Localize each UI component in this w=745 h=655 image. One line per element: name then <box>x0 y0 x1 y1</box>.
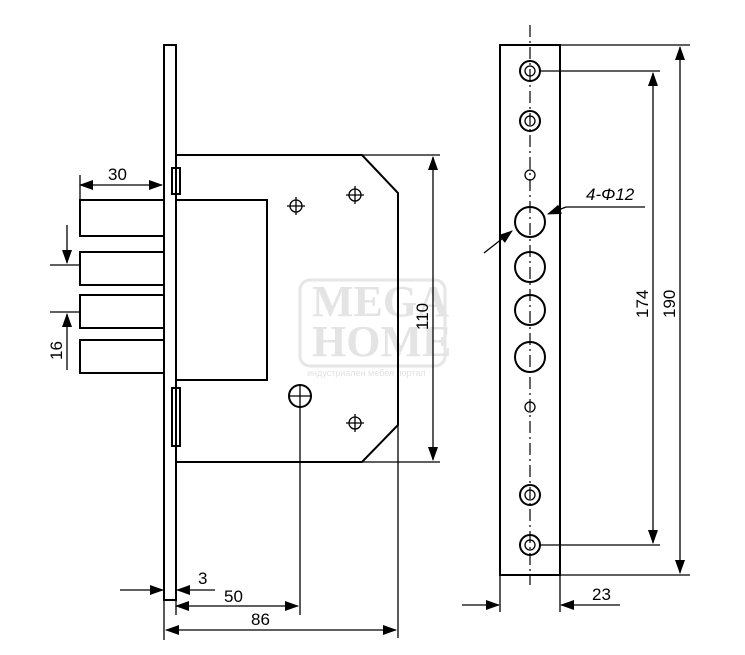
latch-hole-bottom <box>524 401 536 413</box>
bolt-1 <box>79 199 165 237</box>
dim-faceplate-thickness: 3 <box>198 569 207 588</box>
bolt-hole-4 <box>514 341 546 373</box>
dim-bolt-pitch: 16 <box>47 341 66 360</box>
lower-tab <box>171 387 181 447</box>
screw-hole-top-left <box>287 197 305 215</box>
bolt-3 <box>79 294 165 329</box>
dim-body-depth: 86 <box>251 610 270 629</box>
bolt-4 <box>79 339 165 374</box>
bolt-hole-3 <box>514 294 546 326</box>
dim-hole-spacing: 174 <box>633 290 652 318</box>
lock-body-outline <box>176 154 399 463</box>
bolt-hole-2 <box>514 251 546 283</box>
dim-faceplate-length: 190 <box>660 290 679 318</box>
dim-bolt-length: 30 <box>108 165 127 184</box>
inner-case <box>176 199 268 381</box>
watermark-tagline: индустриален мебел портал <box>307 368 426 378</box>
lock-side-view: 30 16 110 3 50 86 <box>47 44 440 640</box>
dim-body-height: 110 <box>413 303 432 330</box>
dim-backset: 50 <box>224 587 243 606</box>
upper-tab <box>171 167 181 195</box>
bolt-hole-1 <box>514 206 546 238</box>
faceplate-front-view: 4-Φ12 174 190 23 <box>462 25 690 612</box>
cylinder-hole <box>288 384 312 408</box>
screw-hole-bottom-right <box>346 414 364 432</box>
watermark-frame <box>298 278 447 368</box>
watermark-line1: MEGA <box>312 277 449 326</box>
hole-leader-out <box>483 230 513 254</box>
faceplate-strip <box>163 44 177 601</box>
mount-hole-lower <box>519 484 541 506</box>
screw-hole-top-right <box>346 186 364 204</box>
bolt-2 <box>79 251 165 286</box>
dim-hole-spec: 4-Φ12 <box>586 185 635 204</box>
mount-hole-upper <box>519 110 541 132</box>
dim-faceplate-width: 23 <box>592 585 611 604</box>
latch-hole-top <box>524 169 536 181</box>
hole-leader-in <box>547 204 567 215</box>
